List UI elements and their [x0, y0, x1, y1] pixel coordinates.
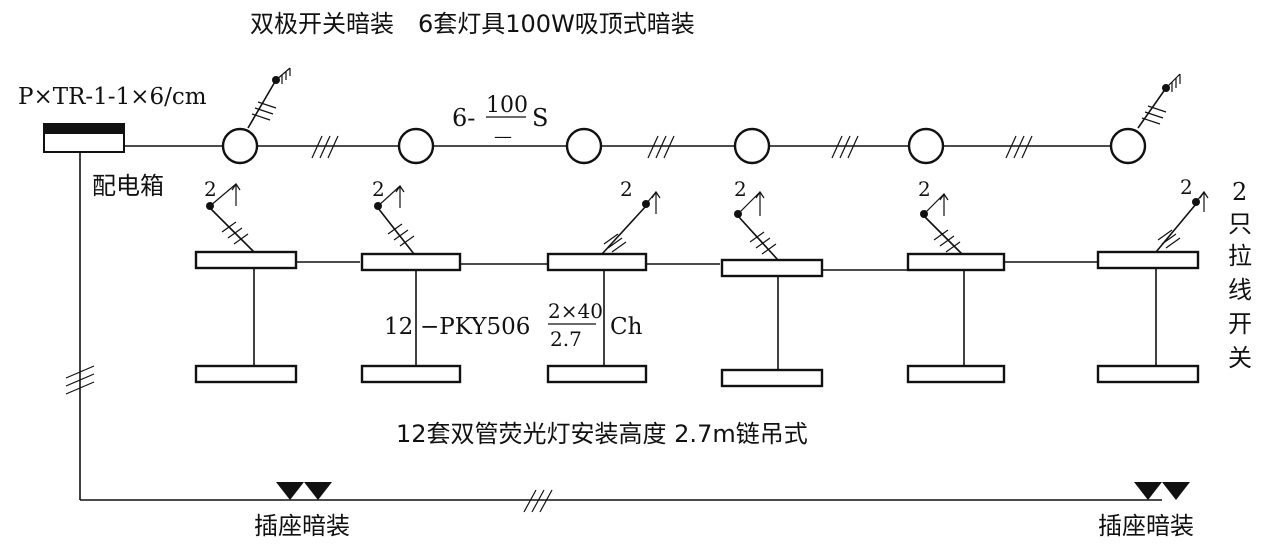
- fl-spec-numerator: 2×40: [548, 299, 603, 323]
- right-note-char: 线: [1228, 276, 1252, 304]
- pull-switch: 2: [204, 177, 255, 253]
- fluorescent-lamp-pair: [906, 252, 1006, 384]
- distribution-box-label: 配电箱: [92, 172, 164, 200]
- ceiling-lamp: [907, 127, 945, 165]
- socket-right: [1134, 482, 1190, 500]
- pull-switch: 2: [918, 177, 963, 255]
- pull-switch: 2: [372, 177, 415, 255]
- fl-spec-suffix: Ch: [610, 314, 643, 340]
- right-note-char: 只: [1228, 210, 1252, 238]
- switch-count-label: 2: [204, 177, 217, 201]
- lamp-spec-suffix: S: [532, 104, 548, 132]
- ceiling-lamp: [221, 127, 259, 165]
- right-note-char: 2: [1232, 178, 1247, 206]
- pull-switch: 2: [601, 177, 661, 255]
- double-pole-switch: [1137, 73, 1181, 129]
- bottom-wire-ticks: [523, 489, 553, 513]
- switch-count-label: 2: [734, 177, 747, 201]
- pull-switch: 2: [1155, 175, 1209, 253]
- fl-spec-denominator: 2.7: [550, 327, 582, 351]
- cable-spec: P×TR-1-1×6/cm: [18, 84, 207, 110]
- fl-spec-prefix: 12: [384, 314, 413, 340]
- fl-spec-model: −PKY506: [420, 314, 530, 340]
- lamp-spec-prefix: 6-: [452, 104, 475, 132]
- right-note-char: 开: [1228, 310, 1252, 338]
- left-wire-ticks: [65, 365, 95, 395]
- ceiling-lamp: [397, 127, 435, 165]
- fluorescent-fixtures: [194, 250, 1200, 388]
- socket-left-label: 插座暗装: [254, 512, 350, 540]
- pull-switch: 2: [734, 177, 779, 261]
- top-title: 双极开关暗装 6套灯具100W吸顶式暗装: [250, 10, 695, 38]
- ceiling-lamp: [1109, 127, 1147, 165]
- distribution-box: [43, 123, 125, 153]
- socket-right-label: 插座暗装: [1098, 512, 1194, 540]
- top-wire-ticks: [311, 135, 1033, 159]
- socket-left: [276, 482, 332, 500]
- fluorescent-lamp-pair: [194, 250, 298, 384]
- lamp-spec-denominator: —: [494, 126, 512, 147]
- switch-count-label: 2: [620, 177, 633, 201]
- right-note: 2 只 拉 线 开 关: [1228, 178, 1252, 372]
- double-pole-switch: [247, 67, 291, 129]
- switch-count-label: 2: [1180, 175, 1193, 199]
- switch-count-label: 2: [372, 177, 385, 201]
- fluorescent-row-wire: [296, 261, 1098, 271]
- right-note-char: 拉: [1228, 242, 1252, 270]
- fluorescent-lamp-pair: [360, 252, 462, 384]
- ceiling-lamps: [221, 127, 1147, 165]
- pull-switches: 2 2 2 2: [204, 175, 1209, 261]
- fluorescent-caption: 12套双管荧光灯安装高度 2.7m链吊式: [396, 420, 808, 448]
- right-note-char: 关: [1228, 344, 1252, 372]
- lamp-spec-numerator: 100: [486, 93, 528, 118]
- fluorescent-lamp-pair: [546, 252, 648, 384]
- ceiling-lamp: [733, 127, 771, 165]
- fluorescent-lamp-pair: [1096, 250, 1200, 384]
- switch-count-label: 2: [918, 177, 931, 201]
- fluorescent-lamp-pair: [720, 258, 824, 388]
- ceiling-lamp: [565, 127, 603, 165]
